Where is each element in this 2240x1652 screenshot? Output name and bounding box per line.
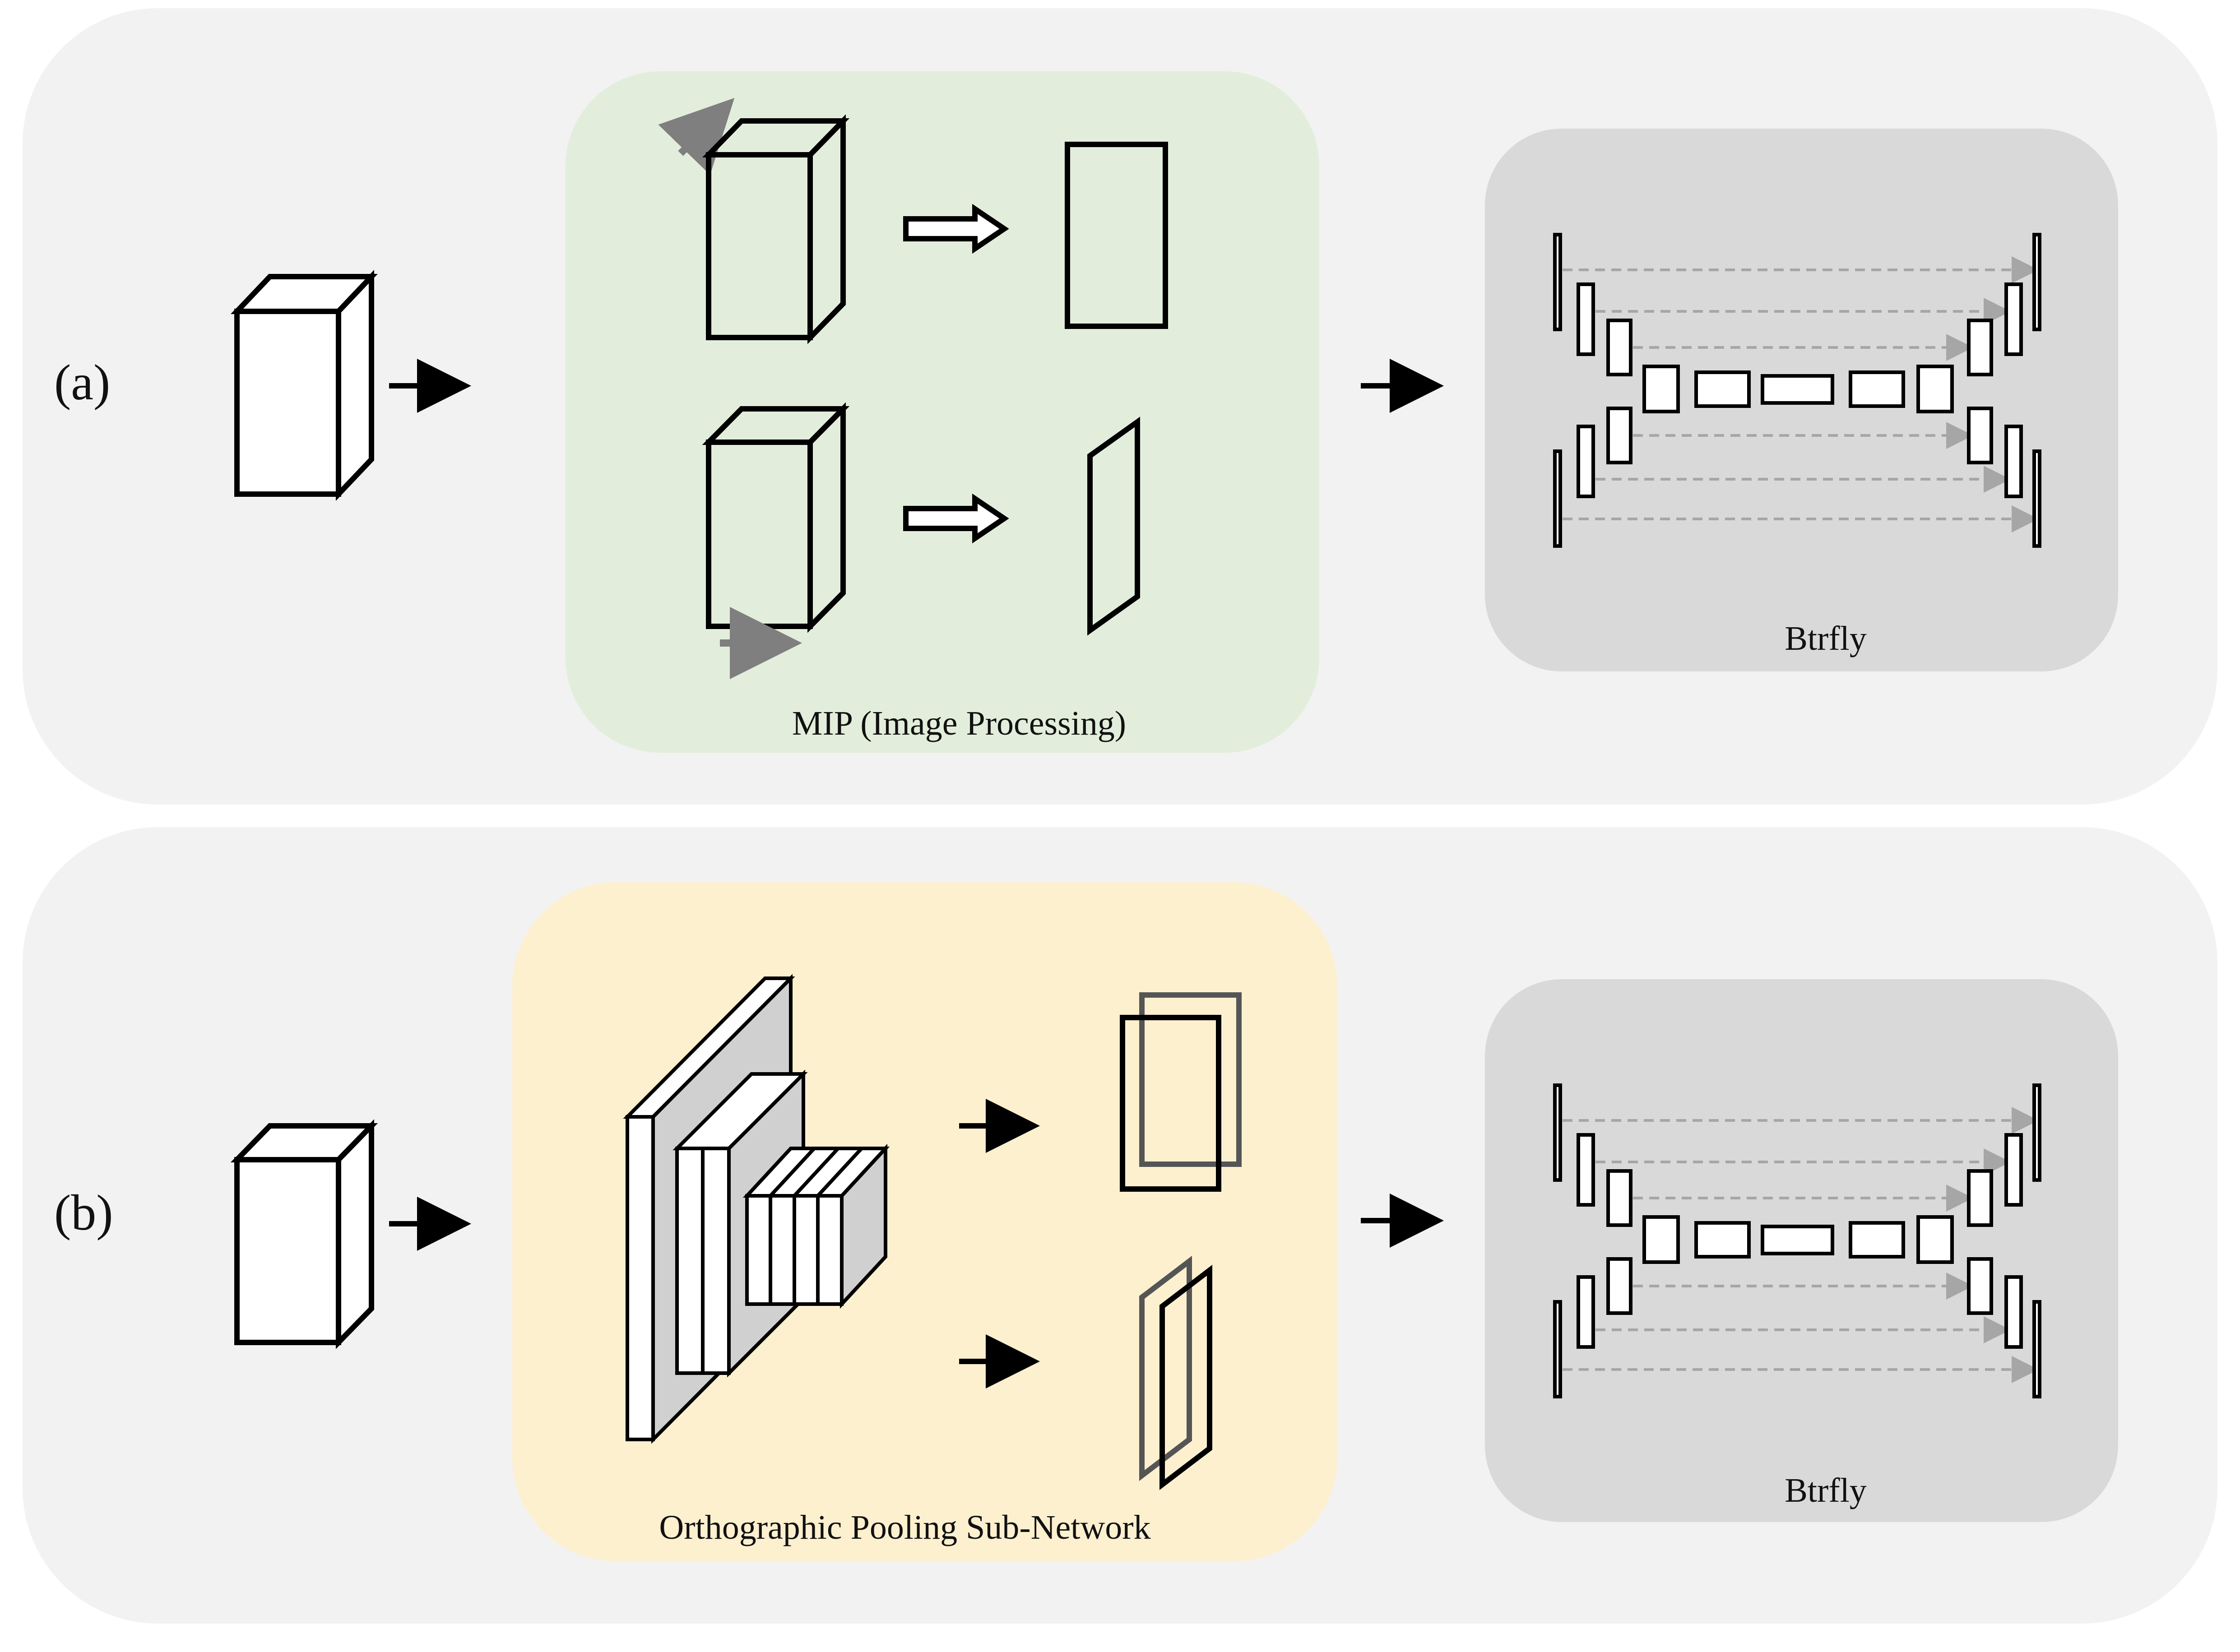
network-layer-block bbox=[1967, 1257, 1993, 1315]
volume-cube-icon bbox=[230, 1119, 378, 1349]
network-layer-block bbox=[1967, 319, 1993, 376]
orthographic-pooling-block: Orthographic Pooling Sub-Network bbox=[512, 882, 1337, 1561]
panel-b: (b) bbox=[23, 827, 2217, 1624]
encoder-decoder-icon bbox=[1553, 233, 2041, 548]
encoder-decoder-icon bbox=[1553, 1083, 2041, 1398]
volume-cube-icon bbox=[702, 114, 850, 344]
panel-a-label: (a) bbox=[54, 355, 110, 411]
network-layer-block bbox=[1849, 370, 1905, 408]
network-layer-block bbox=[1694, 1221, 1751, 1259]
network-layer-block bbox=[1606, 319, 1632, 376]
projection-plane-icon bbox=[1139, 1255, 1212, 1490]
panel-a: (a) bbox=[23, 8, 2217, 805]
network-layer-block bbox=[2004, 282, 2023, 356]
network-layer-block bbox=[1577, 1275, 1595, 1349]
btrfly-caption: Btrfly bbox=[1785, 1472, 1867, 1509]
network-layer-block bbox=[1577, 425, 1595, 498]
orthographic-pooling-caption: Orthographic Pooling Sub-Network bbox=[659, 1509, 1150, 1546]
network-layer-block bbox=[1553, 1300, 1562, 1398]
network-layer-block bbox=[2032, 449, 2041, 548]
hollow-arrow-icon bbox=[903, 204, 1009, 254]
network-layer-block bbox=[1916, 1215, 1954, 1264]
network-layer-block bbox=[1553, 233, 1562, 331]
btrfly-caption: Btrfly bbox=[1785, 620, 1867, 657]
network-layer-block bbox=[1761, 1225, 1834, 1255]
projection-direction-icon bbox=[658, 98, 735, 175]
network-layer-block bbox=[1967, 407, 1993, 464]
network-layer-block bbox=[1606, 1257, 1632, 1315]
network-layer-block bbox=[2032, 233, 2041, 331]
btrfly-block: Btrfly bbox=[1485, 979, 2118, 1522]
panel-b-label: (b) bbox=[54, 1185, 113, 1241]
network-layer-block bbox=[1849, 1221, 1905, 1259]
network-layer-block bbox=[1694, 370, 1751, 408]
network-layer-block bbox=[1761, 374, 1834, 405]
network-layer-block bbox=[2004, 425, 2023, 498]
network-layer-block bbox=[2004, 1133, 2023, 1207]
network-layer-block bbox=[2032, 1300, 2041, 1398]
network-layer-block bbox=[1577, 282, 1595, 356]
mip-block: MIP (Image Processing) bbox=[566, 71, 1319, 753]
network-layer-block bbox=[1553, 449, 1562, 548]
network-layer-block bbox=[1916, 365, 1954, 413]
volume-cube-icon bbox=[231, 269, 378, 501]
feature-map-stack-icon bbox=[623, 974, 890, 1444]
network-layer-block bbox=[1606, 407, 1632, 464]
mip-background bbox=[566, 71, 1319, 753]
network-layer-block bbox=[1642, 365, 1680, 413]
btrfly-block: Btrfly bbox=[1485, 129, 2118, 671]
hollow-arrow-icon bbox=[903, 493, 1009, 544]
projection-plane-icon bbox=[1065, 142, 1168, 329]
mip-caption: MIP (Image Processing) bbox=[792, 704, 1126, 742]
projection-plane-icon bbox=[1120, 992, 1242, 1192]
network-layer-block bbox=[1967, 1169, 1993, 1227]
network-layer-block bbox=[1553, 1083, 1562, 1182]
network-layer-block bbox=[1606, 1169, 1632, 1227]
network-layer-block bbox=[2032, 1083, 2041, 1182]
projection-plane-icon bbox=[1087, 416, 1140, 636]
network-layer-block bbox=[2004, 1275, 2023, 1349]
network-layer-block bbox=[1642, 1215, 1680, 1264]
network-layer-block bbox=[1577, 1133, 1595, 1207]
